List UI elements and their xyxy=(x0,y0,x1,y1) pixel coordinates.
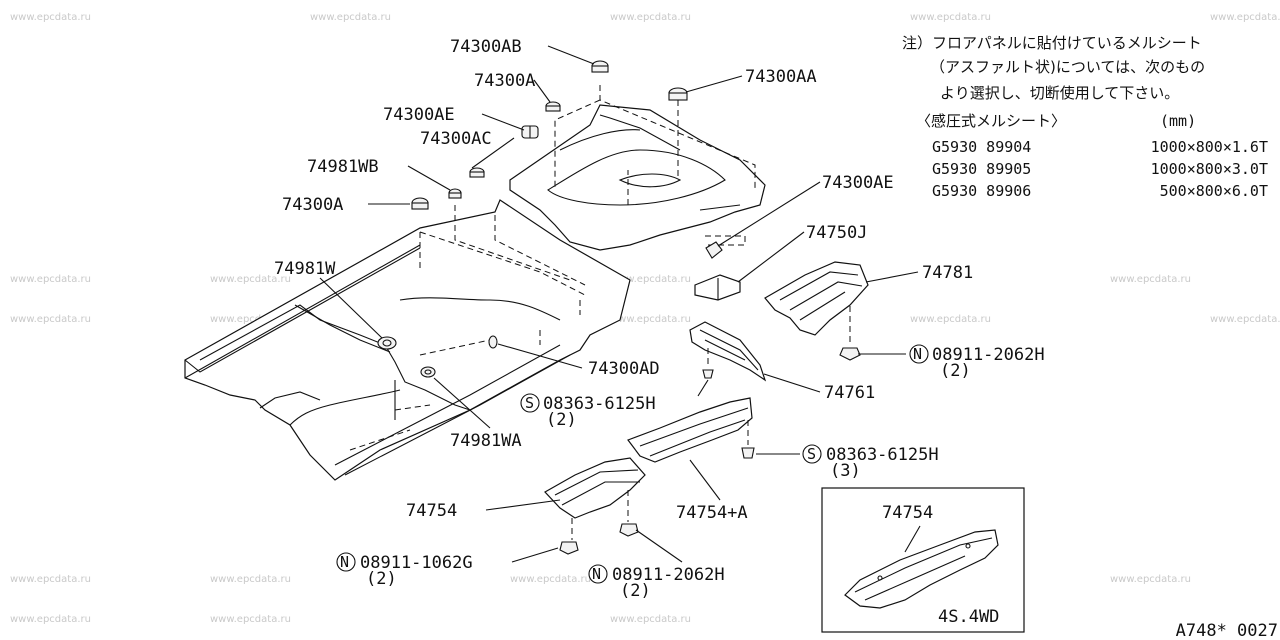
label-74300AA: 74300AA xyxy=(745,67,817,87)
screw-symbol: S xyxy=(807,445,816,463)
note-block: 注）フロアパネルに貼付けているメルシート （アスファルト状)については、次のもの… xyxy=(902,34,1268,200)
label-74750J: 74750J xyxy=(806,223,867,243)
watermark: www.epcdata.ru xyxy=(610,614,691,625)
label-74300AB: 74300AB xyxy=(450,37,522,57)
watermark: www.epcdata.ru xyxy=(10,314,91,325)
note-row-3-size: 500×800×6.0T xyxy=(1160,182,1268,200)
note-row-1-size: 1000×800×1.6T xyxy=(1151,138,1268,156)
label-74300A-top: 74300A xyxy=(474,71,535,91)
fastener-quantity: (3) xyxy=(830,461,861,481)
note-row-2-size: 1000×800×3.0T xyxy=(1151,160,1268,178)
inset-caption: 4S.4WD xyxy=(938,607,999,627)
watermark: www.epcdata.ru xyxy=(210,274,291,285)
fastener-part-number: 08911-1062G xyxy=(360,553,473,573)
front-panel-assembly-lines xyxy=(349,205,586,451)
fastener-callout-nut-74754-left: N 08911-1062G (2) xyxy=(336,552,473,589)
note-line-3: より選択し、切断使用して下さい。 xyxy=(940,84,1179,102)
fastener-quantity: (2) xyxy=(366,569,397,589)
label-74300A-left: 74300A xyxy=(282,195,343,215)
nut-symbol: N xyxy=(340,553,349,571)
watermark: www.epcdata.ru xyxy=(1110,274,1191,285)
watermark: www.epcdata.ru xyxy=(10,614,91,625)
note-row-2-part: G5930 89905 xyxy=(932,160,1031,178)
heat-insulator-74754 xyxy=(544,457,646,555)
label-74300AC: 74300AC xyxy=(420,129,492,149)
rear-panel-assembly-lines xyxy=(554,85,756,246)
note-line-2: （アスファルト状)については、次のもの xyxy=(930,58,1205,76)
label-74761: 74761 xyxy=(824,383,875,403)
note-row-3-part: G5930 89906 xyxy=(932,182,1031,200)
diagram-id: A748* 0027 xyxy=(1176,621,1278,640)
screw-symbol: S xyxy=(525,394,534,412)
watermark: www.epcdata.ru xyxy=(10,12,91,23)
bracket-74750J xyxy=(694,274,741,301)
label-74754: 74754 xyxy=(406,501,457,521)
heat-insulator-74754A xyxy=(627,397,755,463)
fastener-part-number: 08911-2062H xyxy=(612,565,725,585)
fastener-quantity: (2) xyxy=(620,581,651,601)
label-74981WB: 74981WB xyxy=(307,157,379,177)
watermark: www.epcdata.ru xyxy=(1210,12,1280,23)
leader-lines xyxy=(319,45,919,563)
label-74300AE-left: 74300AE xyxy=(383,105,455,125)
rear-floor-panel xyxy=(509,104,766,251)
fastener-callout-nut-74754-mid: N 08911-2062H (2) xyxy=(588,564,725,601)
watermark: www.epcdata.ru xyxy=(610,12,691,23)
watermark: www.epcdata.ru xyxy=(610,314,691,325)
nut-symbol: N xyxy=(913,345,922,363)
fastener-quantity: (2) xyxy=(546,410,577,430)
note-line-1: 注）フロアパネルに貼付けているメルシート xyxy=(902,34,1202,52)
label-74781: 74781 xyxy=(922,263,973,283)
nut-symbol: N xyxy=(592,565,601,583)
watermark: www.epcdata.ru xyxy=(610,274,691,285)
grommet-74300A-top xyxy=(545,101,561,112)
fastener-part-number: 08363-6125H xyxy=(543,394,656,414)
plugs-and-grommets xyxy=(377,60,723,378)
grommet-74981W xyxy=(377,336,397,350)
watermark: www.epcdata.ru xyxy=(910,314,991,325)
grommet-74981WB xyxy=(448,188,462,199)
label-74754A: 74754+A xyxy=(676,503,748,523)
heat-insulator-74781 xyxy=(764,261,869,361)
fastener-callout-nut-74781: N 08911-2062H (2) xyxy=(909,344,1045,381)
watermark: www.epcdata.ru xyxy=(210,614,291,625)
note-row-1-part: G5930 89904 xyxy=(932,138,1031,156)
fastener-part-number: 08363-6125H xyxy=(826,445,939,465)
watermark: www.epcdata.ru xyxy=(910,12,991,23)
note-table-header-left: 〈感圧式メルシート〉 xyxy=(916,112,1066,130)
screw-08363-6125H-upper xyxy=(702,348,714,379)
fastener-quantity: (2) xyxy=(940,361,971,381)
grommet-74300A-left xyxy=(411,197,429,210)
watermark: www.epcdata.ru xyxy=(1210,314,1280,325)
grommet-74981WA xyxy=(420,366,436,378)
watermark: www.epcdata.ru xyxy=(210,314,291,325)
label-74981W: 74981W xyxy=(274,259,336,279)
label-74300AD: 74300AD xyxy=(588,359,660,379)
front-floor-panel xyxy=(184,199,631,481)
watermark: www.epcdata.ru xyxy=(10,274,91,285)
label-74981WA: 74981WA xyxy=(450,431,522,451)
part-labels: 74300AB 74300A 74300AA 74300AE 74300AC 7… xyxy=(274,37,973,523)
watermark: www.epcdata.ru xyxy=(510,574,591,585)
inset-4s-4wd: 74754 4S.4WD xyxy=(821,487,1025,633)
watermark: www.epcdata.ru xyxy=(10,574,91,585)
heat-insulator-74761 xyxy=(689,321,767,382)
label-74300AE-right: 74300AE xyxy=(822,173,894,193)
grommet-74300AC xyxy=(469,167,485,178)
watermark: www.epcdata.ru xyxy=(210,574,291,585)
grommet-74300AE-left xyxy=(521,125,539,139)
note-table-header-right: (mm) xyxy=(1160,112,1196,130)
grommet-74300AB xyxy=(591,60,609,73)
fastener-callout-screw-74761: S 08363-6125H (2) xyxy=(520,393,656,430)
inset-label-74754: 74754 xyxy=(882,503,933,523)
fastener-part-number: 08911-2062H xyxy=(932,345,1045,365)
watermark: www.epcdata.ru xyxy=(1110,574,1191,585)
watermark-layer: www.epcdata.ru www.epcdata.ru www.epcdat… xyxy=(10,12,1280,625)
watermark: www.epcdata.ru xyxy=(310,12,391,23)
grommet-74300AA xyxy=(668,87,688,101)
fastener-callout-screw-74754A: S 08363-6125H (3) xyxy=(802,444,939,481)
grommet-74300AD xyxy=(488,335,498,349)
